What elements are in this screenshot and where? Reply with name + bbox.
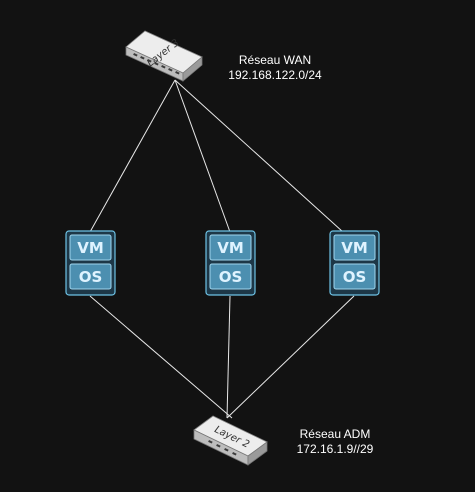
adm-links [89, 295, 355, 419]
server-middle[interactable]: VM OS [205, 230, 256, 296]
link-server-left-l2 [89, 295, 233, 419]
wan-links [89, 79, 344, 233]
server-left-vm-label: VM [77, 239, 104, 257]
adm-network-label: Réseau ADM 172.16.1.9//29 [285, 427, 385, 457]
vm-os-server-icon [329, 230, 380, 296]
server-middle-os-label: OS [219, 268, 243, 286]
wan-network-name: Réseau WAN [238, 53, 312, 67]
server-right-vm-label: VM [341, 239, 368, 257]
server-right-os-label: OS [343, 268, 367, 286]
server-right[interactable]: VM OS [329, 230, 380, 296]
wan-network-label: Réseau WAN 192.168.122.0/24 [222, 53, 328, 83]
vm-os-server-icon [65, 230, 116, 296]
link-server-middle-l2 [226, 295, 231, 419]
switch-layer3[interactable]: Layer 3 [125, 30, 203, 82]
server-left[interactable]: VM OS [65, 230, 116, 296]
network-switch-icon [193, 415, 268, 466]
link-l3-server-middle [174, 79, 231, 233]
server-left-os-label: OS [79, 268, 103, 286]
adm-network-address: 172.16.1.9//29 [296, 442, 374, 456]
switch-layer2[interactable]: Layer 2 [193, 415, 268, 466]
network-switch-icon [125, 30, 203, 82]
wan-network-address: 192.168.122.0/24 [228, 68, 322, 82]
server-middle-vm-label: VM [217, 239, 244, 257]
link-l3-server-left [89, 79, 176, 233]
vm-os-server-icon [205, 230, 256, 296]
link-l3-server-right [174, 79, 344, 233]
adm-network-name: Réseau ADM [299, 427, 371, 441]
link-server-right-l2 [226, 295, 355, 419]
